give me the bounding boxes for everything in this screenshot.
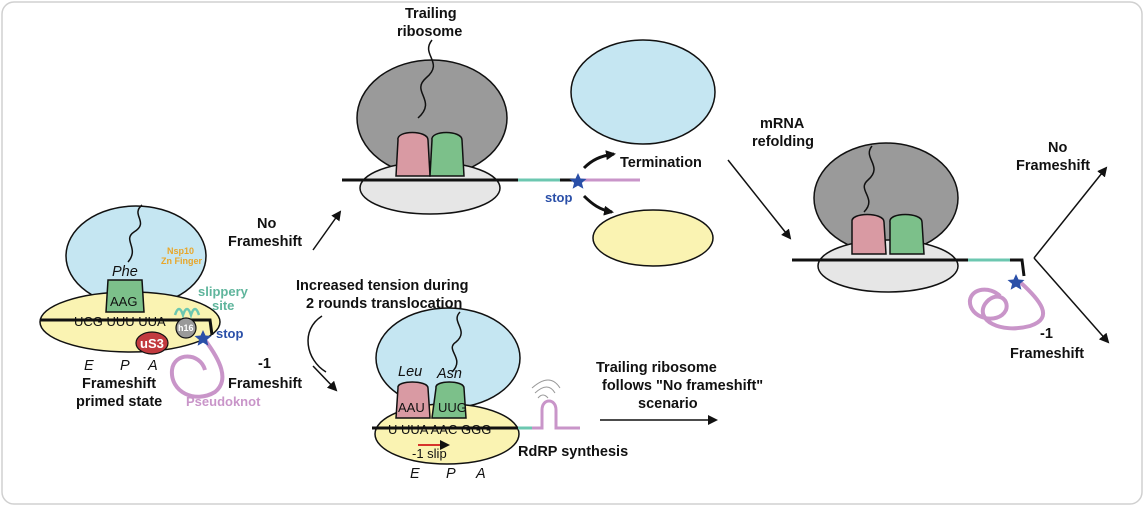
rdrp-label: RdRP synthesis bbox=[518, 444, 628, 460]
trna-pink bbox=[851, 213, 887, 255]
small-subunit-gray bbox=[817, 239, 959, 293]
right-minus1-1: -1 bbox=[1040, 326, 1053, 342]
refold-label-2: refolding bbox=[752, 134, 814, 150]
frameshift-ribosome: Leu Asn AAU UUG U UUA AAC GGG -1 slip E … bbox=[372, 307, 763, 482]
large-subunit-gray bbox=[813, 142, 959, 254]
h16-helix bbox=[175, 317, 197, 339]
tension-label-2: 2 rounds translocation bbox=[306, 296, 462, 312]
star-icon bbox=[569, 173, 587, 189]
stop-label: stop bbox=[216, 326, 244, 341]
branch-minus1-2: Frameshift bbox=[228, 376, 302, 392]
anticodon-label: AAG bbox=[110, 294, 137, 309]
pseudoknot-label: Pseudoknot bbox=[186, 394, 261, 409]
trailing-follow-2: follows "No frameshift" bbox=[602, 378, 763, 394]
termination-label: Termination bbox=[620, 155, 702, 171]
trna-label: Phe bbox=[112, 264, 138, 280]
tension-label-1: Increased tension during bbox=[296, 278, 468, 294]
anticodon2-label: UUG bbox=[438, 400, 467, 415]
codon-label: U UUA AAC GGG bbox=[388, 422, 491, 437]
star-icon bbox=[1007, 274, 1025, 290]
h16-label: h16 bbox=[178, 323, 194, 333]
right-minus1-2: Frameshift bbox=[1010, 346, 1084, 362]
arrow-icon bbox=[582, 150, 616, 170]
state-title-1: Frameshift bbox=[82, 376, 156, 392]
arrow-icon bbox=[582, 194, 614, 216]
mrna-tail bbox=[196, 318, 214, 336]
trna-phe bbox=[105, 279, 145, 313]
trna-green bbox=[429, 131, 465, 177]
trna1-label: Leu bbox=[398, 364, 422, 380]
arrow-icon bbox=[1033, 257, 1110, 344]
pseudoknot-refolded bbox=[968, 280, 1045, 331]
site-e: E bbox=[410, 466, 420, 482]
star-icon bbox=[194, 330, 212, 346]
nascent-chain bbox=[127, 204, 143, 263]
mrna-tail bbox=[1010, 258, 1026, 277]
released-large-subunit bbox=[570, 39, 716, 145]
site-a: A bbox=[475, 466, 486, 482]
trailing-follow-1: Trailing ribosome bbox=[596, 360, 717, 376]
slip-label: -1 slip bbox=[412, 446, 447, 461]
trna2-label: Asn bbox=[436, 366, 462, 382]
released-small-subunit bbox=[592, 209, 714, 267]
site-e: E bbox=[84, 358, 94, 374]
pseudoknot-loop bbox=[169, 338, 225, 399]
branch-arrows: No Frameshift -1 Frameshift Increased te… bbox=[228, 210, 468, 392]
trna-asn bbox=[431, 381, 467, 419]
arrow-icon bbox=[312, 210, 342, 251]
refolding-ribosome: mRNA refolding No Frameshift -1 Frameshi… bbox=[727, 116, 1110, 362]
site-p: P bbox=[446, 466, 456, 482]
stop-label: stop bbox=[545, 190, 573, 205]
right-no-fs-1: No bbox=[1048, 140, 1067, 156]
site-p: P bbox=[120, 358, 130, 374]
small-subunit-gray bbox=[359, 161, 501, 215]
slippery-site-wave bbox=[173, 307, 201, 319]
state-title-2: primed state bbox=[76, 394, 162, 410]
anticodon1-label: AAU bbox=[398, 400, 425, 415]
codon-label: UCG UUU UUA bbox=[74, 314, 166, 329]
trailing-follow-3: scenario bbox=[638, 396, 698, 412]
uS3-label: uS3 bbox=[140, 336, 164, 351]
trna-pink bbox=[395, 131, 431, 177]
branch-minus1-1: -1 bbox=[258, 356, 271, 372]
nsp10-label-1: Nsp10 bbox=[167, 246, 194, 256]
nascent-chain bbox=[863, 145, 875, 213]
tension-curve bbox=[307, 315, 327, 373]
trailing-label-2: ribosome bbox=[397, 24, 462, 40]
trna-green bbox=[889, 213, 925, 255]
termination-ribosome: Trailing ribosome stop Termination bbox=[342, 6, 716, 267]
vibration-lines bbox=[531, 379, 561, 399]
trailing-label-1: Trailing bbox=[405, 6, 457, 22]
refold-label-1: mRNA bbox=[760, 116, 805, 132]
slippery-label-1: slippery bbox=[198, 284, 249, 299]
slippery-label-2: site bbox=[212, 298, 234, 313]
right-no-fs-2: Frameshift bbox=[1016, 158, 1090, 174]
branch-no-fs-2: Frameshift bbox=[228, 234, 302, 250]
trna-leu bbox=[395, 381, 431, 419]
nascent-chain bbox=[451, 311, 462, 373]
branch-no-fs-1: No bbox=[257, 216, 276, 232]
arrow-icon bbox=[312, 365, 338, 392]
uS3-protein bbox=[135, 331, 169, 355]
arrow-icon bbox=[1033, 166, 1108, 259]
pseudoknot-stem bbox=[532, 399, 580, 430]
site-a: A bbox=[147, 358, 158, 374]
arrow-icon bbox=[727, 159, 792, 240]
primed-state-ribosome: Phe AAG UCG UUU UUA Nsp10 Zn Finger slip… bbox=[39, 204, 261, 410]
nsp10-label-2: Zn Finger bbox=[161, 256, 202, 266]
nascent-chain bbox=[417, 39, 435, 119]
